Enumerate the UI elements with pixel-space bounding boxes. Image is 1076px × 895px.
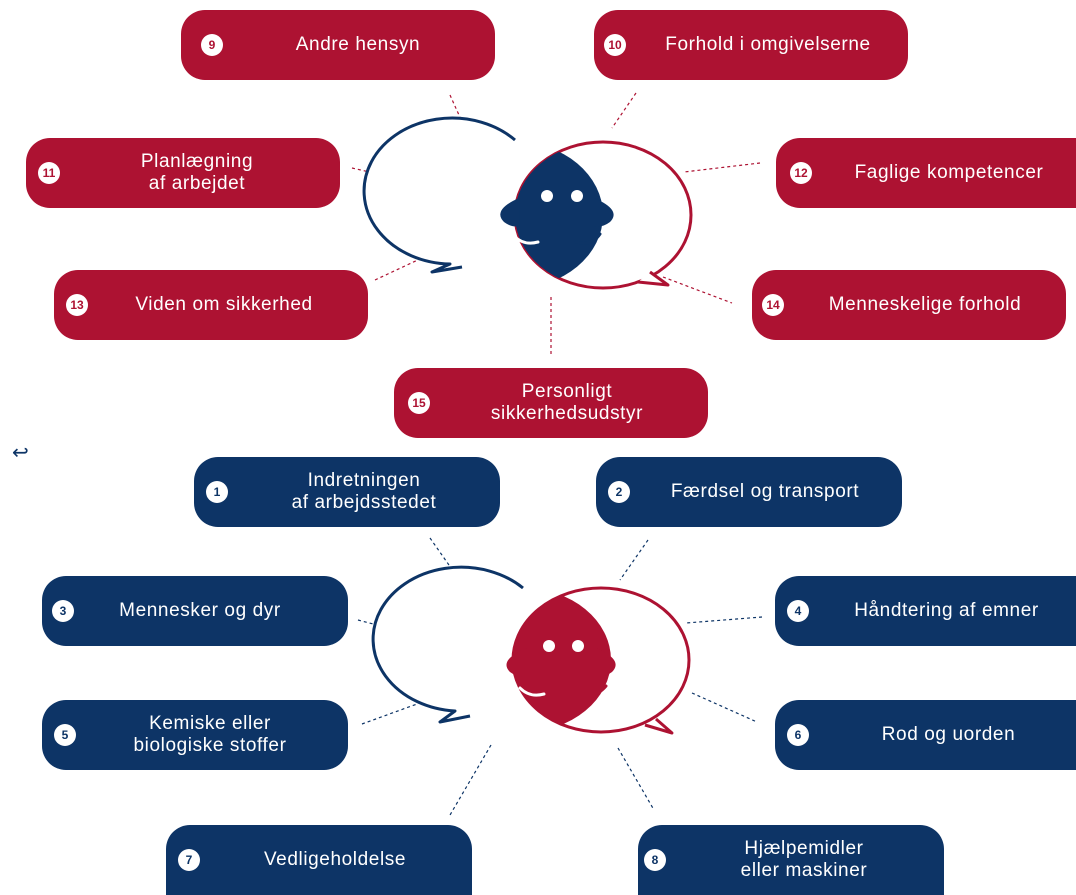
number-badge: 10 (604, 34, 626, 56)
item-label: Håndtering af emner (854, 600, 1039, 621)
item-personligt-sikkerhedsudstyr: 15 Personligt sikkerhedsudstyr (394, 368, 708, 438)
number-badge: 14 (762, 294, 784, 316)
item-rod-og-uorden: 6 Rod og uorden (775, 700, 1076, 770)
item-label: Hjælpemidler eller maskiner (740, 838, 868, 881)
item-label: Vedligeholdelse (263, 849, 407, 870)
number-badge: 9 (201, 34, 223, 56)
item-vedligeholdelse: 7 Vedligeholdelse (166, 825, 472, 895)
item-label: Andre hensyn (295, 34, 421, 55)
bottom-connectors (357, 537, 763, 816)
item-faglige-kompetencer: 12 Faglige kompetencer (776, 138, 1076, 208)
number-badge: 13 (66, 294, 88, 316)
number-badge: 11 (38, 162, 60, 184)
item-label: Viden om sikkerhed (135, 294, 313, 315)
number-badge: 15 (408, 392, 430, 414)
item-planlaegning: 11 Planlægning af arbejdet (26, 138, 340, 208)
item-label: Mennesker og dyr (119, 600, 281, 621)
item-label: Færdsel og transport (670, 481, 860, 502)
item-viden-om-sikkerhed: 13 Viden om sikkerhed (54, 270, 368, 340)
item-andre-hensyn: 9 Andre hensyn (181, 10, 495, 80)
item-hjaelpemidler-eller-maskiner: 8 Hjælpemidler eller maskiner (638, 825, 944, 895)
number-badge: 12 (790, 162, 812, 184)
number-badge: 4 (787, 600, 809, 622)
item-indretningen: 1 Indretningen af arbejdsstedet (194, 457, 500, 527)
number-badge: 3 (52, 600, 74, 622)
item-faerdsel-og-transport: 2 Færdsel og transport (596, 457, 902, 527)
item-label: Planlægning af arbejdet (140, 151, 254, 194)
item-label: Rod og uorden (881, 724, 1016, 745)
item-menneskelige-forhold: 14 Menneskelige forhold (752, 270, 1066, 340)
item-label: Kemiske eller biologiske stoffer (133, 713, 287, 756)
item-label: Menneskelige forhold (828, 294, 1022, 315)
number-badge: 8 (644, 849, 666, 871)
item-label: Personligt sikkerhedsudstyr (490, 381, 644, 424)
top-bubbles-icon (362, 116, 693, 290)
item-label: Faglige kompetencer (854, 162, 1044, 183)
item-forhold-i-omgivelserne: 10 Forhold i omgivelserne (594, 10, 908, 80)
return-arrow-icon: ↩ (12, 442, 29, 464)
item-haandtering-af-emner: 4 Håndtering af emner (775, 576, 1076, 646)
item-mennesker-og-dyr: 3 Mennesker og dyr (42, 576, 348, 646)
number-badge: 5 (54, 724, 76, 746)
number-badge: 2 (608, 481, 630, 503)
item-kemiske-eller-biologiske-stoffer: 5 Kemiske eller biologiske stoffer (42, 700, 348, 770)
number-badge: 1 (206, 481, 228, 503)
item-label: Forhold i omgivelserne (665, 34, 871, 55)
bottom-bubbles-icon (371, 565, 691, 735)
item-label: Indretningen af arbejdsstedet (291, 470, 437, 513)
number-badge: 7 (178, 849, 200, 871)
number-badge: 6 (787, 724, 809, 746)
